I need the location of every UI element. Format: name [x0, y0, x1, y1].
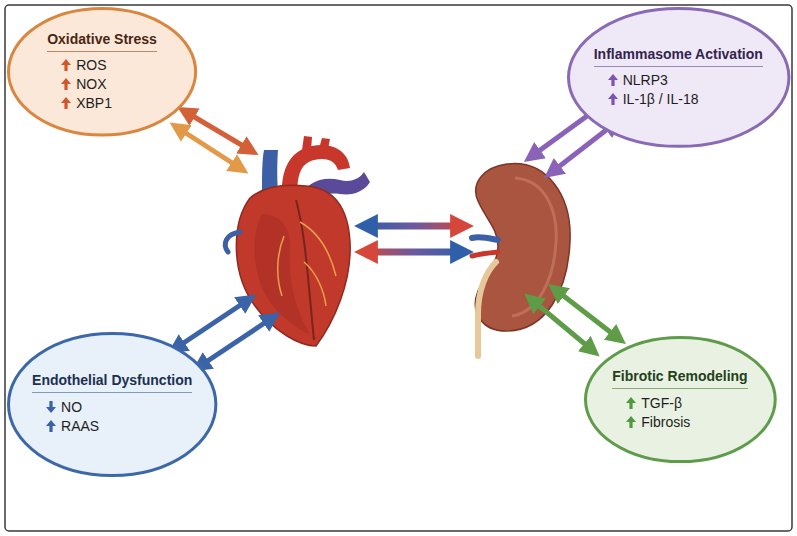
node-content: Inflammasome ActivationNLRP3IL-1β / IL-1… [594, 46, 763, 109]
up-arrow-icon [61, 97, 71, 109]
node-content: Endothelial DysfunctionNO RAAS [32, 372, 192, 435]
kidney-highlight [512, 178, 556, 316]
arrow-glyph [626, 397, 636, 409]
double-arrow [366, 223, 462, 230]
up-arrow-icon [608, 93, 618, 105]
vein [225, 232, 240, 252]
double-arrow [200, 318, 272, 366]
arrow-glyph [608, 74, 618, 86]
ellipse-outline [567, 7, 790, 148]
factor-row: TGF-β [626, 393, 682, 412]
kidney-illustration [472, 164, 570, 356]
double-arrow [186, 112, 250, 150]
arrow-glyph [626, 416, 636, 428]
factor-row: IL-1β / IL-18 [608, 90, 699, 109]
factor-row: NOX [61, 75, 106, 94]
factor-row: NO [46, 397, 82, 416]
factor-text: NO [61, 399, 82, 415]
factor-text: Fibrosis [641, 414, 690, 430]
node-content: Oxidative StressROS NOX XBP1 [47, 31, 157, 113]
ellipse-node: Inflammasome ActivationNLRP3IL-1β / IL-1… [567, 7, 790, 148]
kidney-body [475, 164, 570, 331]
factor-text: XBP1 [76, 95, 112, 111]
up-arrow-icon [608, 74, 618, 86]
title-rule [32, 392, 192, 393]
up-arrow-icon [61, 78, 71, 90]
frame-border [5, 5, 792, 531]
ellipse-node: Oxidative StressROS NOX XBP1 [7, 7, 197, 137]
factor-row: Fibrosis [626, 412, 690, 431]
title-rule [594, 66, 763, 67]
double-arrow [552, 124, 614, 172]
factor-text: NLRP3 [623, 72, 668, 88]
double-arrow [556, 290, 618, 338]
factor-text: ROS [76, 57, 106, 73]
arrow-glyph [61, 97, 71, 109]
arrow-glyph [608, 93, 618, 105]
ellipse-node: Fibrotic RemodelingTGF-βFibrosis [584, 336, 777, 463]
arrow-glyph [46, 401, 56, 413]
ellipse-shape [9, 9, 196, 136]
ureter [478, 262, 496, 356]
factor-row: ROS [61, 56, 106, 75]
node-title: Inflammasome Activation [594, 46, 763, 63]
node-title: Oxidative Stress [47, 31, 157, 48]
ellipse-shape [9, 333, 216, 475]
factor-row: NLRP3 [608, 71, 668, 90]
ellipse-shape [585, 338, 775, 462]
factor-text: IL-1β / IL-18 [623, 91, 699, 107]
double-arrow [532, 300, 592, 350]
factor-row: XBP1 [61, 94, 112, 113]
heart-body [236, 185, 350, 346]
factor-row: RAAS [46, 416, 99, 435]
ellipse-outline [7, 332, 217, 477]
arrow-glyph [61, 59, 71, 71]
node-title: Fibrotic Remodeling [612, 368, 747, 385]
title-rule [612, 388, 747, 389]
arrow-glyph [46, 420, 56, 432]
factor-text: RAAS [61, 418, 99, 434]
aorta-branch [302, 136, 312, 150]
down-arrow-icon [46, 401, 56, 413]
coronary-vessel [278, 222, 336, 306]
up-arrow-icon [61, 59, 71, 71]
interaction-arrows [176, 108, 618, 366]
renal-artery [472, 252, 498, 256]
double-arrow [178, 128, 240, 168]
ellipse-shape [568, 9, 788, 147]
aorta-branch [318, 138, 330, 154]
node-content: Fibrotic RemodelingTGF-βFibrosis [612, 368, 747, 431]
renal-vein [472, 237, 498, 240]
arrow-glyph [61, 78, 71, 90]
up-arrow-icon [626, 416, 636, 428]
heart-illustration [225, 136, 370, 346]
factor-text: NOX [76, 76, 106, 92]
title-rule [47, 51, 157, 52]
ellipse-node: Endothelial DysfunctionNO RAAS [7, 332, 217, 477]
node-title: Endothelial Dysfunction [32, 372, 192, 389]
factor-text: TGF-β [641, 395, 682, 411]
up-arrow-icon [626, 397, 636, 409]
up-arrow-icon [46, 420, 56, 432]
double-arrow [366, 249, 462, 256]
